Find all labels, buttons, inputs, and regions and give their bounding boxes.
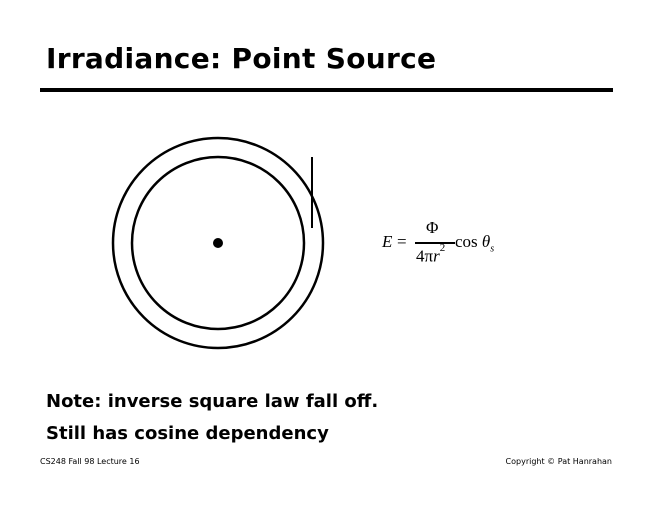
den-var: r (433, 246, 440, 266)
footer-left: CS248 Fall 98 Lecture 16 (40, 457, 140, 466)
den-coef: 4π (416, 246, 434, 266)
slide-title: Irradiance: Point Source (46, 42, 437, 75)
note-2: Still has cosine dependency (46, 423, 329, 444)
fraction-bar (415, 242, 455, 244)
eq-numerator: Φ (426, 218, 439, 237)
eq-denominator: 4πr2 (416, 242, 445, 267)
theta: θ (481, 232, 491, 251)
point-source (213, 238, 223, 248)
title-rule (40, 88, 613, 92)
inner-sphere (130, 155, 306, 331)
cos: cos (455, 232, 482, 251)
eq-sign: = (397, 232, 407, 251)
den-exp: 2 (439, 242, 446, 254)
note-1: Note: inverse square law fall off. (46, 391, 379, 412)
theta-sub: s (490, 243, 495, 255)
eq-cos: cos θs (455, 232, 494, 254)
footer-right: Copyright © Pat Hanrahan (505, 457, 612, 466)
outer-sphere (111, 136, 325, 350)
eq-lhs: E (382, 232, 393, 251)
